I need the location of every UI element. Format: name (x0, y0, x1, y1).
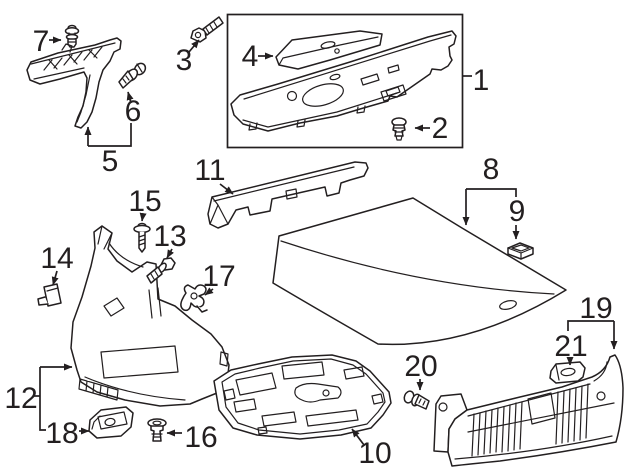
upper-trim-11-drawing (207, 161, 369, 229)
callout-17-label: 17 (202, 260, 235, 293)
callout-10-label: 10 (358, 437, 391, 470)
callout-16-label: 16 (184, 421, 217, 454)
callout-15-label: 15 (128, 185, 161, 218)
callout-7-label: 7 (33, 25, 50, 58)
mat-clip-9-drawing (507, 242, 534, 260)
callout-19-bracket (567, 320, 618, 350)
callout-14-label: 14 (40, 242, 73, 275)
push-clip-7-drawing (64, 24, 80, 48)
tool-tray-10-drawing (213, 354, 392, 440)
assembly-box (226, 13, 464, 149)
callout-5-label: 5 (102, 145, 119, 178)
callout-12-label: 12 (4, 382, 37, 415)
callout-15-leader (139, 212, 147, 222)
callout-19-label: 19 (579, 292, 612, 325)
callout-21-label: 21 (554, 330, 587, 363)
callout-8-bracket (462, 188, 517, 226)
striker-cover-21-drawing (549, 361, 586, 384)
callout-8-label: 8 (483, 153, 500, 186)
callout-14-leader (51, 270, 59, 286)
callout-6-label: 6 (125, 95, 142, 128)
callout-18-label: 18 (45, 417, 78, 450)
hook-cover-18-drawing (88, 406, 134, 439)
bolt-20-drawing (403, 390, 430, 410)
callout-5-bracket (84, 123, 132, 147)
callout-4-label: 4 (242, 40, 259, 73)
panel-4-drawing (275, 30, 383, 70)
quarter-trim-12-drawing (70, 225, 230, 407)
callout-3-leader (188, 39, 200, 53)
bolt-13-drawing (146, 257, 176, 284)
clip-16-drawing (147, 418, 167, 442)
callout-10-leader (351, 428, 365, 446)
callout-1-label: 1 (473, 64, 490, 97)
callout-2-label: 2 (432, 112, 449, 145)
callout-11-label: 11 (194, 154, 225, 187)
clip-14-drawing (37, 283, 62, 307)
callout-6-leader (126, 91, 134, 104)
sill-plate-19-drawing (433, 354, 624, 467)
callout-12-bracket (34, 363, 73, 431)
trunk-mat-8-drawing (272, 197, 567, 346)
callout-11-leader (219, 183, 234, 195)
clip-2-drawing (391, 117, 407, 141)
callout-13-label: 13 (153, 220, 186, 253)
callout-17-leader (204, 287, 214, 296)
callout-9-label: 9 (509, 195, 526, 228)
callout-20-label: 20 (404, 350, 437, 383)
bracket-17-drawing (180, 284, 208, 313)
sail-trim-5-drawing (26, 37, 122, 129)
callout-3-label: 3 (176, 44, 193, 77)
callout-13-leader (166, 248, 174, 259)
grommet-6-drawing (118, 62, 147, 89)
bolt-3-drawing (190, 16, 224, 43)
package-tray-1-drawing (230, 30, 457, 132)
screw-15-drawing (133, 222, 151, 253)
